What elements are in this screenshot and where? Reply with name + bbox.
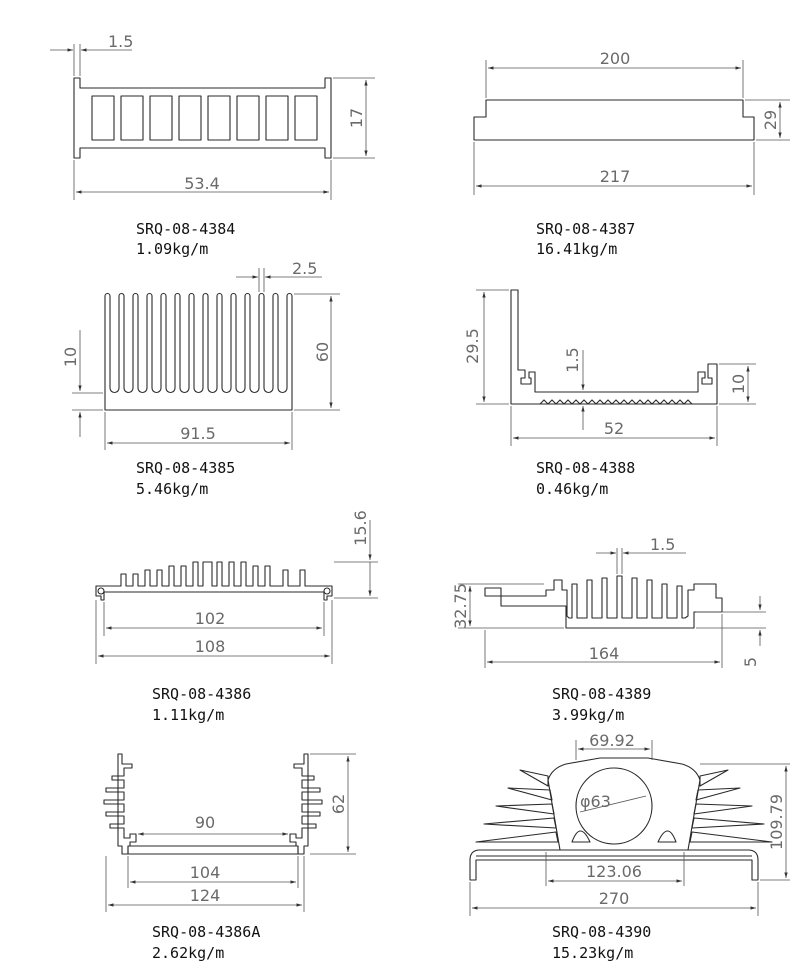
dim-wall: 1.5 — [563, 347, 582, 372]
profile-code: SRQ-08-4388 — [536, 459, 635, 477]
dim-width: 217 — [600, 167, 631, 186]
profile-srq-08-4389: 1.5 32.75 164 5 SRQ-08-4389 3.99kg/m — [451, 535, 766, 724]
dim-height: 60 — [313, 342, 332, 362]
profile-srq-08-4387: 200 29 217 SRQ-08-4387 16.41kg/m — [473, 49, 790, 258]
dimension-lines — [469, 740, 790, 916]
profile-srq-08-4386a: 90 62 104 124 SRQ-08-4386A 2.62kg/m — [103, 753, 356, 962]
dim-width: 124 — [190, 886, 221, 905]
profile-code: SRQ-08-4386A — [152, 923, 260, 941]
profile-outline — [73, 77, 332, 159]
profile-srq-08-4385: 2.5 10 60 91.5 SRQ-08-4385 5.46kg/m — [61, 259, 340, 498]
profile-outline — [473, 99, 755, 141]
profile-code: SRQ-08-4387 — [536, 220, 635, 238]
profile-code: SRQ-08-4386 — [152, 685, 251, 703]
dimension-lines — [473, 60, 790, 195]
profile-srq-08-4388: 29.5 1.5 10 52 SRQ-08-4388 0.46kg/m — [463, 289, 756, 498]
profile-code: SRQ-08-4385 — [136, 459, 235, 477]
profile-weight: 1.11kg/m — [152, 706, 224, 724]
dim-height: 15.6 — [351, 510, 370, 546]
dimension-lines — [72, 268, 340, 450]
profile-code: SRQ-08-4389 — [552, 685, 651, 703]
profile-srq-08-4386: 15.6 102 108 SRQ-08-4386 1.11kg/m — [95, 510, 378, 724]
profile-srq-08-4384: 1.5 17 53.4 SRQ-08-4384 1.09kg/m — [50, 32, 375, 258]
dimension-lines — [476, 289, 756, 446]
dim-thickness: 1.5 — [108, 32, 133, 51]
dim-fin: 2.5 — [292, 259, 317, 278]
profile-outline — [95, 561, 333, 601]
profile-weight: 15.23kg/m — [552, 944, 633, 962]
dim-height: 62 — [329, 794, 348, 814]
dimension-lines — [95, 520, 378, 664]
dim-inner: 102 — [195, 609, 226, 628]
dim-width: 53.4 — [184, 174, 220, 193]
profile-code: SRQ-08-4390 — [552, 923, 651, 941]
profile-outline — [469, 757, 773, 881]
dim-width: 270 — [599, 889, 630, 908]
profile-outline — [484, 575, 723, 629]
dim-fin: 1.5 — [650, 535, 675, 554]
dimension-lines — [458, 548, 766, 668]
dim-width: 108 — [195, 637, 226, 656]
profile-code: SRQ-08-4384 — [136, 220, 235, 238]
dimension-lines — [105, 753, 356, 912]
dim-width: 164 — [589, 644, 620, 663]
dimension-lines — [50, 44, 375, 200]
profile-weight: 1.09kg/m — [136, 240, 208, 258]
dim-width: 91.5 — [180, 424, 216, 443]
profile-weight: 0.46kg/m — [536, 480, 608, 498]
profile-weight: 3.99kg/m — [552, 706, 624, 724]
dim-width: 52 — [604, 419, 624, 438]
profile-weight: 16.41kg/m — [536, 240, 617, 258]
dim-height: 17 — [347, 108, 366, 128]
profile-weight: 2.62kg/m — [152, 944, 224, 962]
dim-base: 10 — [61, 347, 80, 367]
dim-top: 69.92 — [589, 731, 635, 750]
dim-lip: 10 — [729, 374, 748, 394]
profile-outline — [104, 292, 293, 411]
profile-srq-08-4390: 69.92 φ63 109.79 123.06 270 SRQ-08-4390 … — [469, 731, 790, 962]
dim-height: 32.75 — [451, 583, 470, 629]
dim-diameter: φ63 — [580, 792, 611, 811]
dim-height: 109.79 — [767, 794, 786, 850]
dim-top: 200 — [600, 49, 631, 68]
dim-height: 29.5 — [463, 328, 482, 364]
profile-outline — [103, 753, 323, 855]
profile-weight: 5.46kg/m — [136, 480, 208, 498]
dim-height: 29 — [761, 110, 780, 130]
dim-base: 5 — [741, 657, 760, 667]
dim-inner: 123.06 — [586, 862, 642, 881]
profile-outline — [510, 289, 718, 405]
dim-inner: 90 — [195, 813, 215, 832]
dim-mid: 104 — [190, 863, 221, 882]
